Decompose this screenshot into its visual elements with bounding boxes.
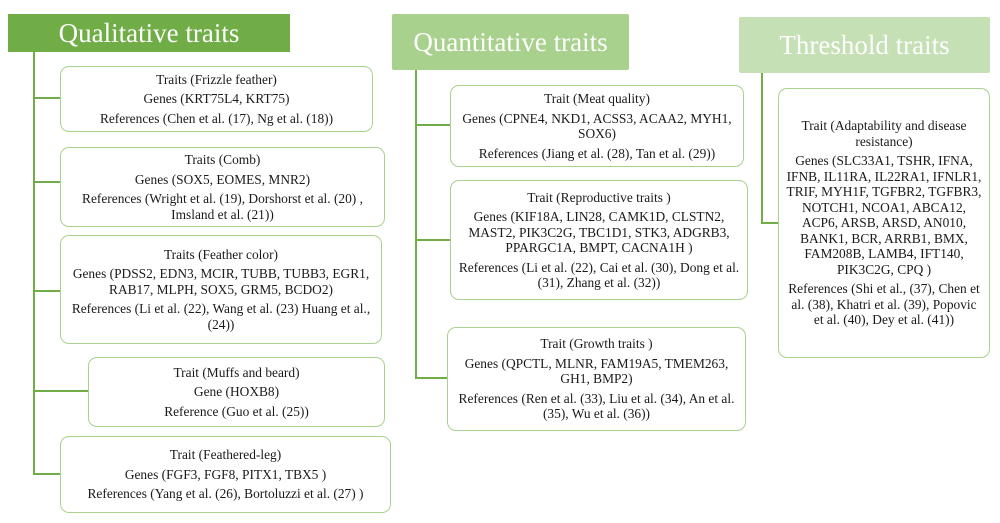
connector-trunk-qualitative <box>33 52 35 474</box>
trait-label: Trait (Muffs and beard) <box>173 364 300 380</box>
connector-branch-adaptability <box>761 222 778 224</box>
connector-branch-comb <box>33 181 60 183</box>
trait-label: Trait (Meat quality) <box>544 91 650 106</box>
genes-label: Genes (PDSS2, EDN3, MCIR, TUBB, TUBB3, E… <box>72 266 370 297</box>
trait-label: Trait (Feathered-leg) <box>169 447 282 463</box>
references-label: References (Shi et al., (37), Chen et al… <box>788 281 980 328</box>
connector-branch-feathered-leg <box>33 473 60 475</box>
references-label: References (Jiang et al. (28), Tan et al… <box>478 145 716 161</box>
connector-branch-growth <box>415 377 450 379</box>
trait-box-feathered-leg: Trait (Feathered-leg) Genes (FGF3, FGF8,… <box>60 436 391 513</box>
trait-label: Trait (Growth traits ) <box>540 336 653 352</box>
genes-label: Genes (SOX5, EOMES, MNR2) <box>134 171 311 187</box>
connector-branch-frizzle <box>33 97 60 99</box>
references-label: References (Yang et al. (26), Bortoluzzi… <box>87 486 364 502</box>
quantitative-traits-header: Quantitative traits <box>392 14 629 70</box>
genes-label: Genes (SLC33A1, TSHR, IFNA, IFNB, IL11RA… <box>786 153 982 277</box>
references-label: Reference (Guo et al. (25)) <box>164 403 309 419</box>
references-label: References (Wright et al. (19), Dorshors… <box>82 191 363 222</box>
connector-trunk-quantitative <box>415 70 417 378</box>
qualitative-traits-header: Qualitative traits <box>8 14 290 52</box>
connector-trunk-threshold <box>761 73 763 223</box>
connector-branch-feather-color <box>33 290 60 292</box>
threshold-traits-title: Threshold traits <box>779 29 950 60</box>
references-label: References (Ren et al. (33), Liu et al. … <box>458 390 735 422</box>
trait-box-feather-color: Traits (Feather color) Genes (PDSS2, EDN… <box>60 235 382 344</box>
connector-branch-muffs <box>33 390 88 392</box>
trait-box-adaptability: Trait (Adaptability and disease resistan… <box>778 88 990 358</box>
genes-label: Genes (KRT75L4, KRT75) <box>143 91 290 107</box>
trait-box-meat-quality: Trait (Meat quality) Genes (CPNE4, NKD1,… <box>450 85 744 167</box>
genes-label: Genes (CPNE4, NKD1, ACSS3, ACAA2, MYH1, … <box>462 110 732 142</box>
threshold-traits-header: Threshold traits <box>739 17 990 73</box>
trait-label: Traits (Feather color) <box>163 246 279 262</box>
trait-box-muffs-beard: Trait (Muffs and beard) Gene (HOXB8) Ref… <box>88 357 385 427</box>
trait-box-growth: Trait (Growth traits ) Genes (QPCTL, MLN… <box>447 327 746 431</box>
references-label: References (Chen et al. (17), Ng et al. … <box>99 110 334 126</box>
genes-label: Gene (HOXB8) <box>193 384 280 400</box>
trait-label: Trait (Adaptability and disease resistan… <box>801 118 967 149</box>
references-label: References (Li et al. (22), Wang et al. … <box>71 301 371 332</box>
trait-label: Traits (Frizzle feather) <box>156 71 277 87</box>
trait-box-reproductive: Trait (Reproductive traits ) Genes (KIF1… <box>450 180 748 300</box>
connector-branch-meat <box>415 124 450 126</box>
trait-label: Trait (Reproductive traits ) <box>527 189 671 205</box>
references-label: References (Li et al. (22), Cai et al. (… <box>458 259 740 291</box>
quantitative-traits-title: Quantitative traits <box>413 26 608 57</box>
qualitative-traits-title: Qualitative traits <box>58 17 240 48</box>
genes-label: Genes (FGF3, FGF8, PITX1, TBX5 ) <box>124 466 327 482</box>
trait-label: Traits (Comb) <box>184 152 261 167</box>
trait-box-frizzle-feather: Traits (Frizzle feather) Genes (KRT75L4,… <box>60 66 373 132</box>
connector-branch-reproductive <box>415 239 450 241</box>
trait-box-comb: Traits (Comb) Genes (SOX5, EOMES, MNR2) … <box>60 147 385 227</box>
genes-label: Genes (KIF18A, LIN28, CAMK1D, CLSTN2, MA… <box>468 209 730 255</box>
genes-label: Genes (QPCTL, MLNR, FAM19A5, TMEM263, GH… <box>464 355 729 387</box>
